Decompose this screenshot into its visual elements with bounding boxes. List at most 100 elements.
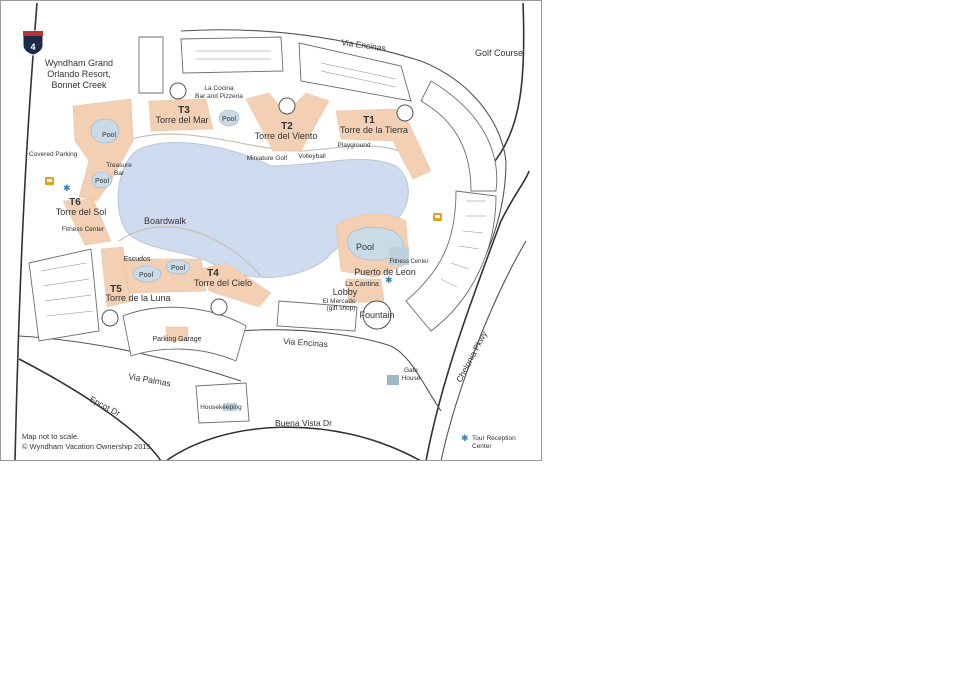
parking-stalls-north-1	[196, 50, 271, 60]
gate-house-sub-label: House	[402, 375, 421, 382]
via-encinas-north-label: Via Encinas	[341, 37, 387, 53]
gate-house-shape	[387, 375, 399, 385]
tower-t5-name: Torre de la Luna	[105, 293, 170, 303]
resort-map-svg: 4	[14, 2, 530, 460]
map-copyright-note: © Wyndham Vacation Ownership 2015	[22, 442, 151, 451]
golf-course-edge-road	[490, 2, 525, 167]
parking-lot-northwest	[138, 36, 164, 94]
treasure-bar-label: Treasure	[106, 162, 132, 169]
parking-garage-label: Parking Garage	[152, 336, 201, 343]
pools	[90, 109, 409, 411]
housekeeping-lot	[195, 382, 250, 424]
bus-stop-west-icon	[45, 177, 54, 185]
roundabout-t1	[396, 104, 414, 122]
resort-name-line-3: Bonnet Creek	[51, 80, 107, 90]
resort-name-label: Wyndham Grand Orlando Resort, Bonnet Cre…	[45, 58, 113, 90]
pool-treasure-shape	[91, 171, 113, 189]
epcot-dr-label: Epcot Dr	[88, 394, 122, 418]
tower-t1-name: Torre de la Tierra	[340, 125, 408, 135]
pool-t6-shape	[90, 118, 120, 144]
el-mercado-sub-label: (gift shop)	[327, 305, 356, 312]
pool-escudos-1-shape	[132, 265, 162, 283]
outer-roads	[14, 2, 530, 460]
interstate-4-shield-icon: 4	[22, 30, 44, 56]
tower-t4-name: Torre del Cielo	[194, 278, 252, 288]
parking-stalls-east	[440, 200, 486, 288]
legend-tour-reception-sub-label: Center	[472, 443, 492, 450]
parking-lot-west	[28, 248, 100, 342]
housekeeping-shape	[223, 403, 237, 411]
interstate-4-road	[14, 2, 38, 460]
via-palmas-label: Via Palmas	[128, 371, 172, 388]
tower-t3-name: Torre del Mar	[155, 115, 208, 125]
parking-stalls-west	[40, 262, 94, 317]
treasure-bar-sub-label: Bar	[114, 170, 125, 177]
la-cantina-label: La Cantina	[345, 281, 379, 288]
resort-map: 4	[0, 0, 542, 461]
tower-t5-code: T5	[110, 284, 122, 295]
parking-lot-northeast	[420, 80, 498, 192]
parking-lot-south	[276, 300, 358, 332]
torre-del-mar-building	[148, 98, 214, 132]
legend-tour-reception-label: Tour Reception	[472, 435, 516, 442]
tour-reception-star-west-icon: ✱	[63, 183, 71, 193]
tower-t4-code: T4	[207, 268, 219, 279]
fitness-center-east-shape	[389, 247, 409, 265]
via-encinas-north-road	[180, 29, 507, 322]
tower-t2-code: T2	[281, 121, 293, 132]
fitness-center-west-label: Fitness Center	[62, 226, 105, 233]
parking-lot-east	[405, 190, 497, 332]
fitness-center-east-label: Fitness Center	[389, 259, 428, 265]
el-mercado-label: El Mercado	[323, 298, 356, 305]
boardwalk-path	[118, 226, 262, 277]
resort-name-line-2: Orlando Resort,	[47, 69, 111, 79]
roundabouts	[101, 82, 414, 330]
housekeeping-label: Housekeeping	[200, 404, 242, 411]
covered-parking-label: Covered Parking	[29, 151, 78, 158]
pool-escudos-2-shape	[165, 259, 191, 275]
volleyball-label: Volleyball	[298, 153, 326, 160]
tower-t6-code: T6	[69, 197, 81, 208]
chelonia-pkwy-road-west	[425, 170, 530, 460]
chelonia-pkwy-road-east	[440, 240, 527, 460]
fountain-label: Fountain	[359, 310, 394, 320]
buena-vista-dr-label: Buena Vista Dr	[275, 418, 332, 428]
torre-del-sol-building	[72, 98, 134, 202]
tour-reception-star-icon: ✱	[461, 433, 469, 443]
pool-t6-label: Pool	[102, 132, 116, 139]
tour-reception-star-lobby-icon: ✱	[385, 275, 393, 285]
torre-del-viento-building	[245, 92, 330, 152]
resort-name-line-1: Wyndham Grand	[45, 58, 113, 68]
tower-t3-code: T3	[178, 105, 190, 116]
playground-label: Playground	[338, 142, 371, 149]
epcot-dr-road	[18, 358, 162, 460]
parking-lot-north-1	[180, 36, 284, 74]
fountain-roundabout	[362, 300, 392, 330]
interstate-4-shield-label: 4	[30, 42, 35, 52]
roundabout-t4	[210, 298, 228, 316]
tower-t6-name: Torre del Sol	[56, 207, 107, 217]
roundabout-t2	[278, 97, 296, 115]
torre-del-sol-wing	[62, 198, 112, 246]
golf-course-label: Golf Course	[475, 48, 523, 58]
lobby-building	[345, 278, 385, 304]
parking-stalls-north-2	[320, 62, 397, 88]
miniature-golf-label: Miniature Golf	[247, 155, 288, 162]
roundabout-t3	[169, 82, 187, 100]
map-not-to-scale-note: Map not to scale.	[22, 432, 79, 441]
tower-t2-name: Torre del Viento	[255, 131, 318, 141]
parking-garage-building	[165, 326, 189, 342]
la-cocina-label: La Cocina	[204, 85, 234, 92]
bus-stop-east-icon	[433, 213, 442, 221]
via-encinas-south-road	[240, 329, 442, 412]
parking-lot-north-2	[298, 42, 412, 102]
pool-t3-label: Pool	[222, 116, 236, 123]
main-pool-label: Pool	[356, 242, 374, 252]
boardwalk-label: Boardwalk	[144, 216, 187, 226]
roundabout-t5	[101, 309, 119, 327]
escudos-label: Escudos	[124, 256, 151, 263]
buena-vista-dr-road	[166, 426, 421, 460]
pool-escudos-1-label: Pool	[139, 272, 153, 279]
puerto-de-leon-label: Puerto de Leon	[354, 267, 416, 277]
pool-t3-shape	[218, 109, 240, 127]
